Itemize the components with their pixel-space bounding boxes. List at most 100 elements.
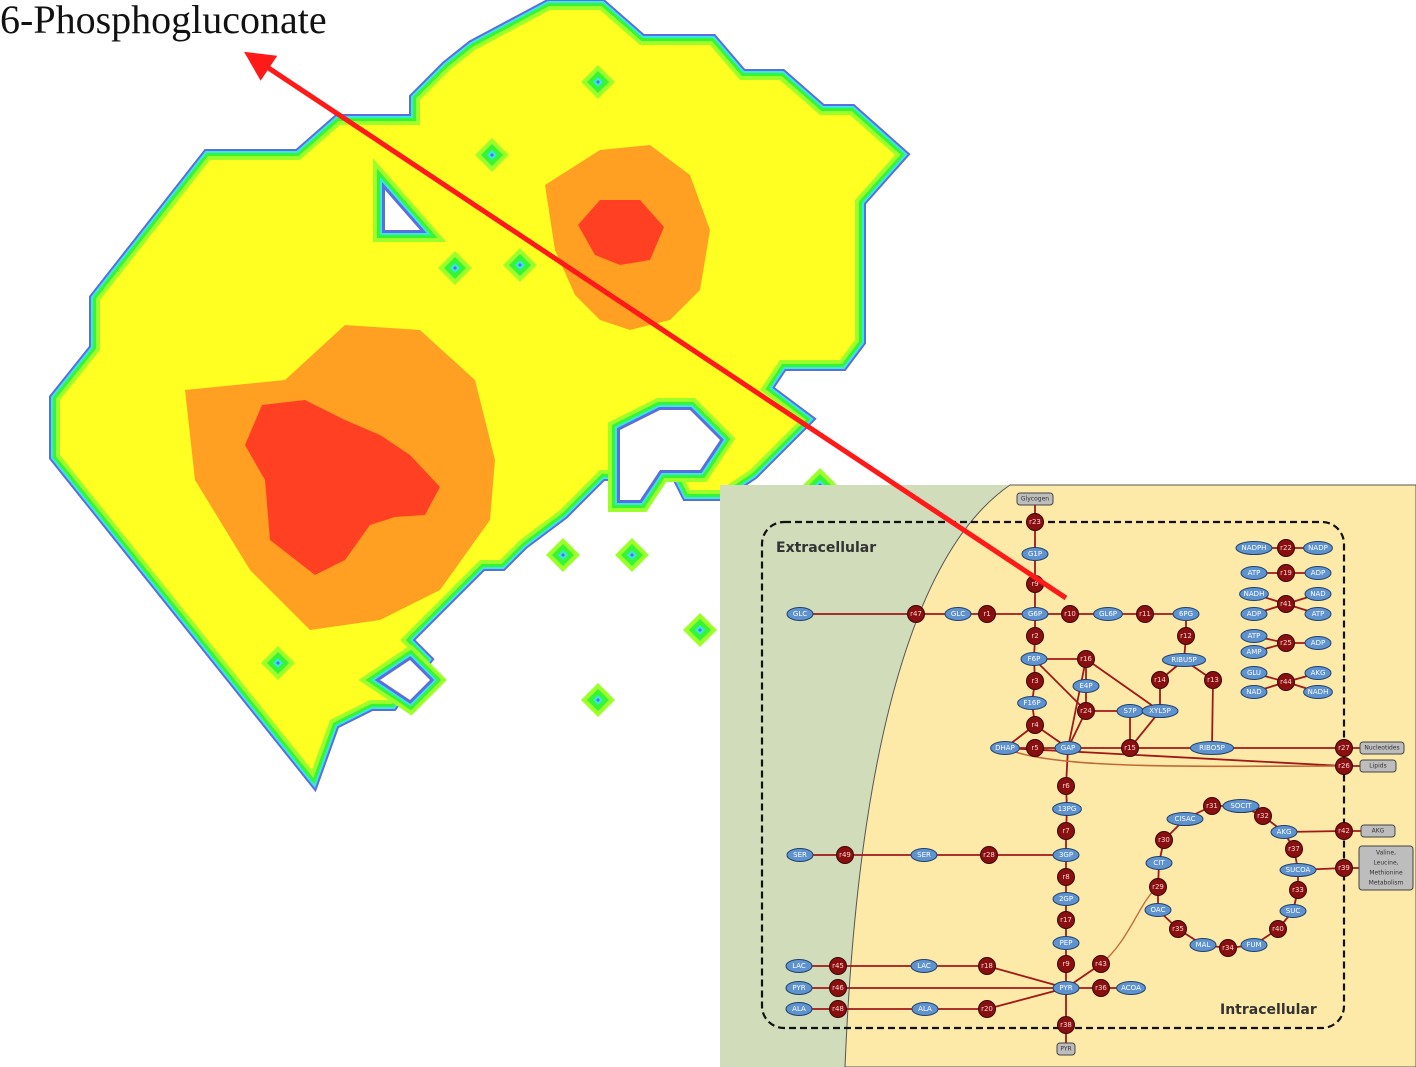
metabolite-node-ADP3[interactable]: ADP <box>1304 636 1332 650</box>
reaction-node-r16[interactable]: r16 <box>1077 650 1095 668</box>
reaction-node-r31[interactable]: r31 <box>1203 797 1221 815</box>
metabolite-node-ADP1[interactable]: ADP <box>1304 566 1332 580</box>
reaction-node-r4[interactable]: r4 <box>1026 716 1044 734</box>
reaction-node-r20[interactable]: r20 <box>978 1000 996 1018</box>
metabolite-node-OAC[interactable]: OAC <box>1144 903 1172 917</box>
reaction-node-r22[interactable]: r22 <box>1277 539 1295 557</box>
metabolite-node-RIBO5P[interactable]: RIBO5P <box>1189 741 1235 755</box>
metabolite-node-E4P[interactable]: E4P <box>1072 679 1100 693</box>
reaction-node-r35[interactable]: r35 <box>1169 920 1187 938</box>
metabolite-node-NADH[interactable]: NADH <box>1239 587 1269 601</box>
reaction-node-r29[interactable]: r29 <box>1149 878 1167 896</box>
reaction-node-r25[interactable]: r25 <box>1277 634 1295 652</box>
reaction-node-r10[interactable]: r10 <box>1061 605 1079 623</box>
metabolite-node-AKG2[interactable]: AKG <box>1304 666 1332 680</box>
reaction-node-r41[interactable]: r41 <box>1277 595 1295 613</box>
metabolite-node-GAP[interactable]: GAP <box>1054 741 1082 755</box>
metabolite-node-AMP[interactable]: AMP <box>1240 645 1268 659</box>
metabolite-node-S7P[interactable]: S7P <box>1116 704 1144 718</box>
metabolite-node-FUM[interactable]: FUM <box>1240 938 1268 952</box>
metabolite-node-SUC[interactable]: SUC <box>1279 904 1307 918</box>
metabolite-node-GLC[interactable]: GLC <box>944 607 972 621</box>
reaction-node-r30[interactable]: r30 <box>1155 831 1173 849</box>
reaction-node-r34[interactable]: r34 <box>1219 939 1237 957</box>
metabolite-node-NADPH[interactable]: NADPH <box>1235 541 1273 555</box>
reaction-node-r7[interactable]: r7 <box>1057 822 1075 840</box>
metabolite-node-PYR[interactable]: PYR <box>1052 981 1080 995</box>
reaction-node-r45[interactable]: r45 <box>829 957 847 975</box>
reaction-node-r43[interactable]: r43 <box>1092 955 1110 973</box>
reaction-node-r49[interactable]: r49 <box>836 846 854 864</box>
reaction-node-r47[interactable]: r47 <box>907 605 925 623</box>
metabolite-node-2GP[interactable]: 2GP <box>1052 892 1080 906</box>
reaction-node-r28[interactable]: r28 <box>980 846 998 864</box>
reaction-node-r39[interactable]: r39 <box>1335 859 1353 877</box>
metabolite-node-LAC[interactable]: LAC <box>910 959 938 973</box>
metabolite-node-F6P[interactable]: F6P <box>1020 652 1048 666</box>
reaction-node-r48[interactable]: r48 <box>829 1000 847 1018</box>
metabolite-node-ATP2[interactable]: ATP <box>1304 607 1332 621</box>
metabolite-node-MAL[interactable]: MAL <box>1189 938 1217 952</box>
metabolite-node-DHAP[interactable]: DHAP <box>990 741 1020 755</box>
reaction-node-r2[interactable]: r2 <box>1026 627 1044 645</box>
metabolite-node-XYL5P[interactable]: XYL5P <box>1141 704 1179 718</box>
metabolite-node-LAC_ext[interactable]: LAC <box>785 959 813 973</box>
reaction-node-r15[interactable]: r15 <box>1121 739 1139 757</box>
metabolite-node-NADH2[interactable]: NADH <box>1303 685 1333 699</box>
reaction-node-r33[interactable]: r33 <box>1289 881 1307 899</box>
reaction-node-r42[interactable]: r42 <box>1335 822 1353 840</box>
reaction-node-r11[interactable]: r11 <box>1136 605 1154 623</box>
metabolite-node-PEP[interactable]: PEP <box>1052 936 1080 950</box>
reaction-node-r23[interactable]: r23 <box>1026 513 1044 531</box>
metabolite-node-NAD2[interactable]: NAD <box>1240 685 1268 699</box>
metabolite-node-GL6P[interactable]: GL6P <box>1093 607 1123 621</box>
metabolite-node-SOCIT[interactable]: SOCIT <box>1222 799 1260 813</box>
metabolite-node-CISAC[interactable]: CISAC <box>1166 812 1204 826</box>
metabolite-node-SER_ext[interactable]: SER <box>786 848 814 862</box>
metabolite-node-PYR_ext[interactable]: PYR <box>785 981 813 995</box>
reaction-node-r5[interactable]: r5 <box>1026 739 1044 757</box>
metabolite-node-13PG[interactable]: 13PG <box>1052 802 1082 816</box>
reaction-node-r6[interactable]: r6 <box>1057 777 1075 795</box>
reaction-node-r26[interactable]: r26 <box>1335 757 1353 775</box>
metabolite-node-3GP[interactable]: 3GP <box>1052 848 1080 862</box>
metabolite-node-CIT[interactable]: CIT <box>1145 856 1173 870</box>
metabolite-node-NADP[interactable]: NADP <box>1303 541 1333 555</box>
reaction-node-r24[interactable]: r24 <box>1077 702 1095 720</box>
metabolite-node-RIBU5P[interactable]: RIBU5P <box>1161 653 1207 667</box>
metabolite-node-ALA[interactable]: ALA <box>911 1002 939 1016</box>
metabolite-node-G6P[interactable]: G6P <box>1021 607 1049 621</box>
metabolite-node-GLC_ext[interactable]: GLC <box>786 607 814 621</box>
metabolite-node-AKG[interactable]: AKG <box>1270 825 1298 839</box>
metabolite-node-ADP2[interactable]: ADP <box>1240 607 1268 621</box>
metabolite-node-ATP3[interactable]: ATP <box>1240 629 1268 643</box>
reaction-node-r46[interactable]: r46 <box>829 979 847 997</box>
reaction-node-r38[interactable]: r38 <box>1057 1016 1075 1034</box>
reaction-node-r14[interactable]: r14 <box>1151 671 1169 689</box>
metabolite-node-ATP1[interactable]: ATP <box>1240 566 1268 580</box>
reaction-node-r3[interactable]: r3 <box>1026 672 1044 690</box>
reaction-node-r27[interactable]: r27 <box>1335 739 1353 757</box>
reaction-node-r18[interactable]: r18 <box>978 957 996 975</box>
metabolite-node-SER[interactable]: SER <box>910 848 938 862</box>
reaction-node-r13[interactable]: r13 <box>1204 671 1222 689</box>
metabolite-node-G1P[interactable]: G1P <box>1021 547 1049 561</box>
reaction-node-r9b[interactable]: r9 <box>1057 955 1075 973</box>
reaction-node-r1[interactable]: r1 <box>978 605 996 623</box>
reaction-node-r36[interactable]: r36 <box>1092 979 1110 997</box>
metabolite-node-ALA_ext[interactable]: ALA <box>785 1002 813 1016</box>
reaction-node-r12[interactable]: r12 <box>1177 627 1195 645</box>
reaction-node-r19[interactable]: r19 <box>1277 564 1295 582</box>
reaction-node-r32[interactable]: r32 <box>1254 807 1272 825</box>
metabolite-node-ACOA[interactable]: ACOA <box>1116 981 1146 995</box>
reaction-node-r44[interactable]: r44 <box>1277 673 1295 691</box>
metabolite-node-GLU[interactable]: GLU <box>1240 666 1268 680</box>
metabolite-node-NAD1[interactable]: NAD <box>1304 587 1332 601</box>
metabolite-node-SUCOA[interactable]: SUCOA <box>1279 863 1317 877</box>
reaction-node-r8[interactable]: r8 <box>1057 868 1075 886</box>
reaction-node-r40[interactable]: r40 <box>1269 920 1287 938</box>
metabolite-node-F16P[interactable]: F16P <box>1017 696 1047 710</box>
metabolite-node-6PG[interactable]: 6PG <box>1172 607 1200 621</box>
reaction-node-r37[interactable]: r37 <box>1285 840 1303 858</box>
reaction-node-r17[interactable]: r17 <box>1057 911 1075 929</box>
